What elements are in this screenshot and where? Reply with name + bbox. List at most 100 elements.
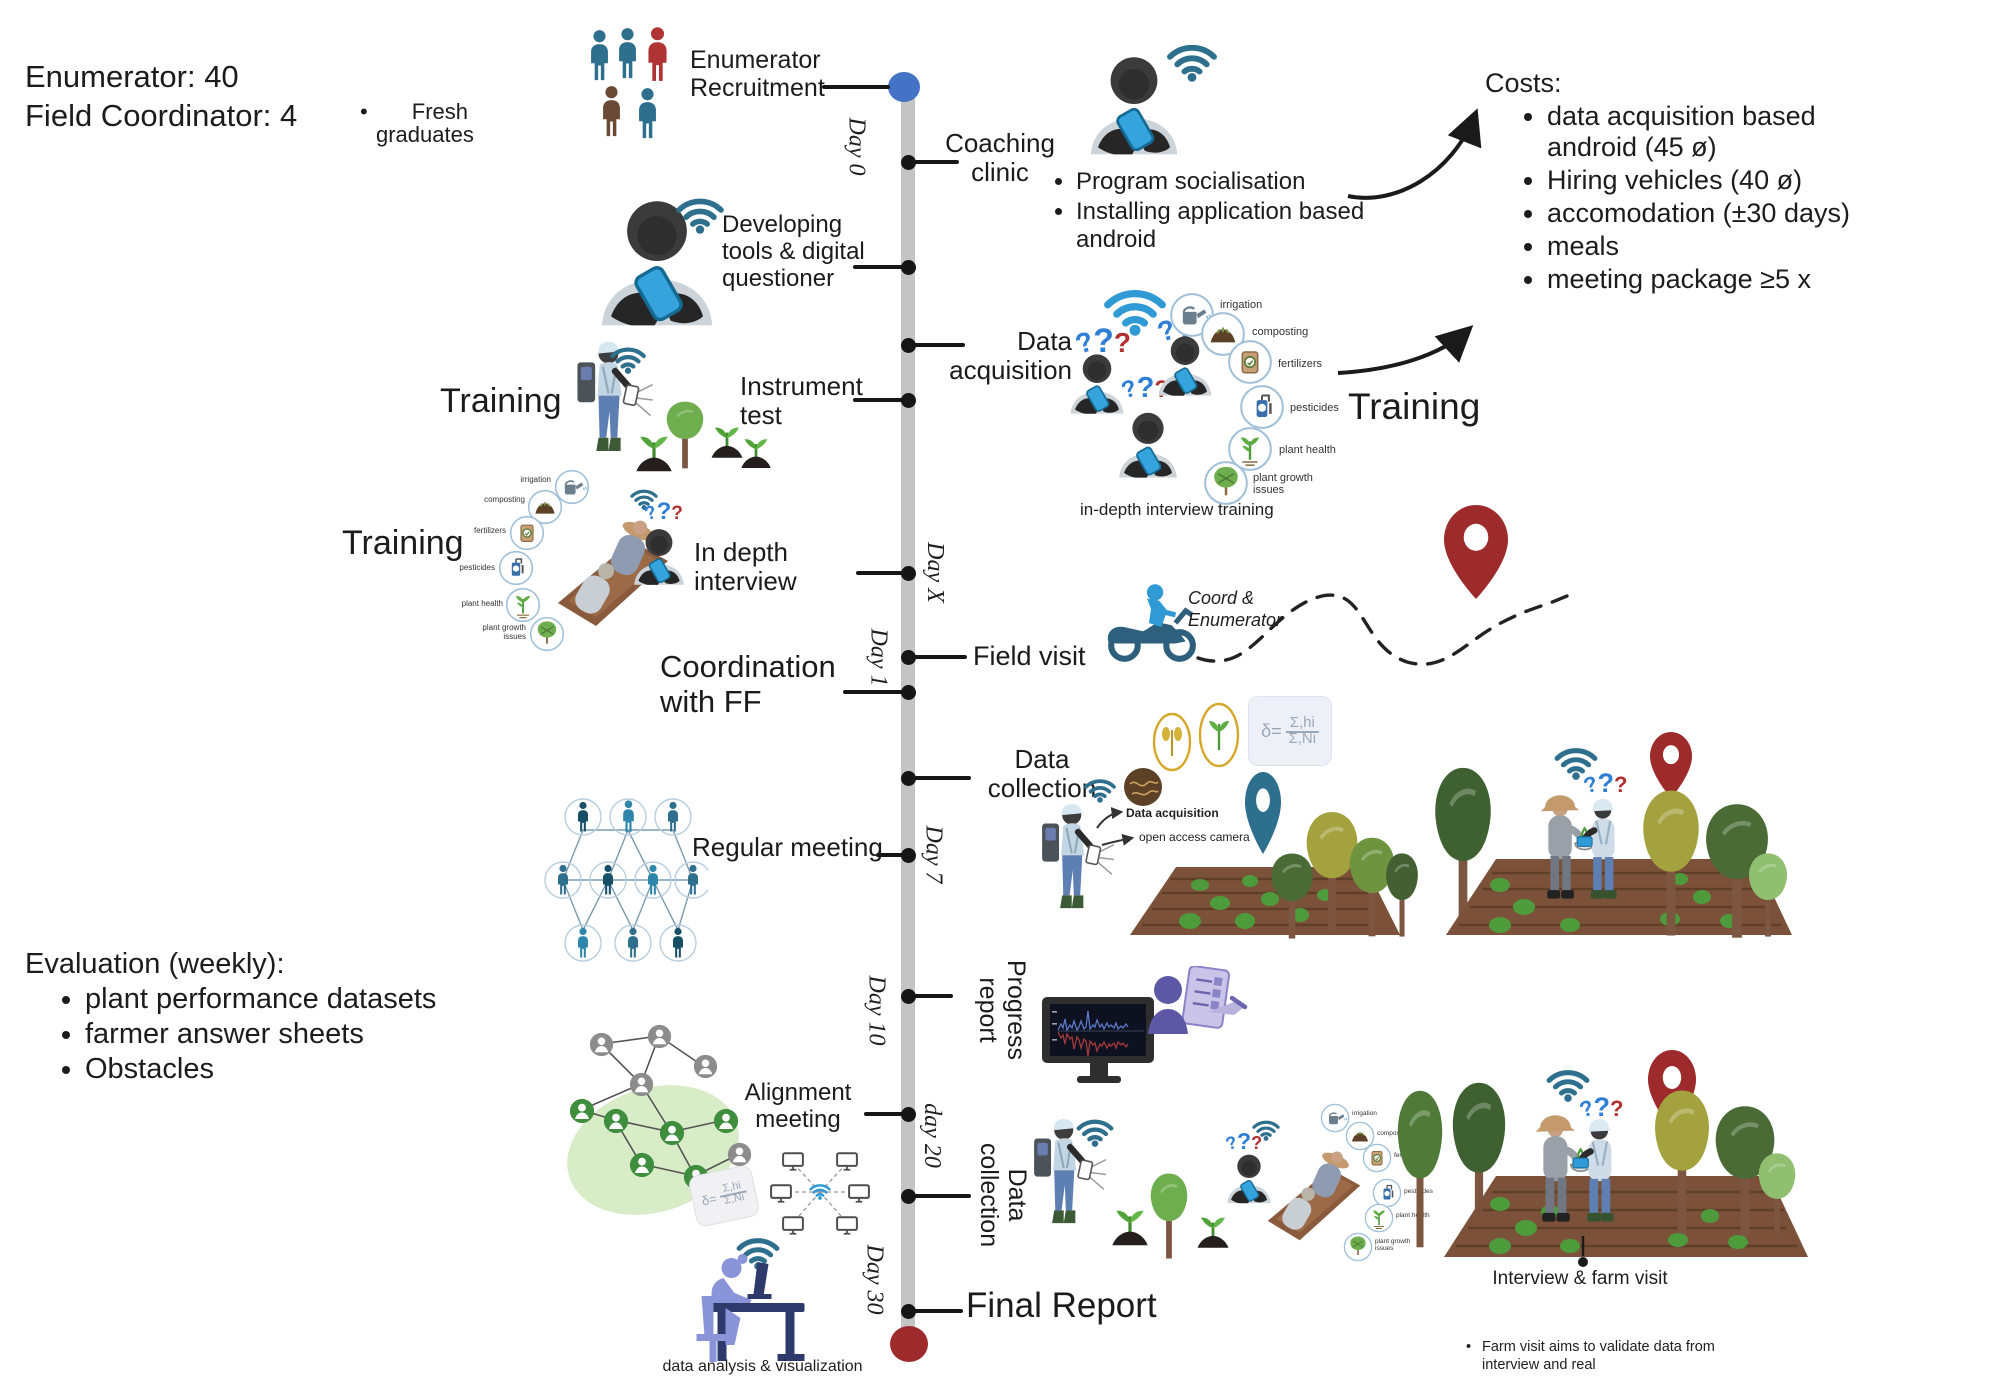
bush-plant-icon — [1146, 1172, 1192, 1260]
day-label-x: Day X — [921, 542, 948, 603]
question-marks-icon: ??? — [1223, 1128, 1263, 1155]
label-line: interview — [694, 566, 797, 597]
data-analyst-icon — [696, 1254, 805, 1362]
topic-label-pesticides: pesticides — [1290, 402, 1339, 414]
label-line: Coaching — [945, 128, 1055, 158]
topic-label-plant-growth-issues: plant growth issues — [1253, 472, 1313, 497]
wifi-icon — [1076, 1116, 1114, 1147]
label-line: Data — [1014, 744, 1070, 774]
wifi-icon — [1166, 40, 1218, 82]
label-line: Data — [1003, 1168, 1031, 1222]
event-regular-meeting: Regular meeting — [692, 832, 883, 862]
interview-scene-icon — [1267, 1151, 1361, 1241]
graduate-person-icon — [634, 86, 661, 143]
tree-icon — [1648, 1088, 1716, 1236]
topic-label-plant-health: plant health — [461, 599, 503, 608]
fresh-graduates-label: Fresh graduates — [360, 100, 474, 146]
seedling-icon — [1192, 1210, 1234, 1252]
evaluation-item: farmer answer sheets — [85, 1018, 436, 1051]
socialisation-item: Program socialisation — [1076, 168, 1376, 196]
tick-progress-report — [901, 989, 916, 1004]
costs-block: Costs: data acquisition based android (4… — [1485, 68, 1897, 297]
cost-item: meals — [1547, 231, 1897, 262]
progress-monitor-icon — [1042, 997, 1154, 1083]
connector-enumerator-recruitment — [822, 85, 890, 89]
label-line: Enumerator — [690, 46, 821, 74]
formula-denominator: Σ,Ni — [723, 1190, 746, 1207]
interview-scene-icon — [558, 520, 668, 626]
event-instrument-test: Instrument test — [740, 371, 863, 430]
connector-final-report — [913, 1309, 963, 1313]
open-access-camera-caption: open access camera — [1139, 830, 1250, 844]
surveyor-icon — [1040, 800, 1114, 938]
connector-coaching-clinic — [913, 160, 959, 164]
topic-label-composting: composting — [484, 495, 525, 504]
connector-data-collection-1 — [913, 776, 971, 780]
label-line: questioner — [722, 264, 835, 292]
seedling-icon — [736, 432, 776, 472]
connector-field-visit — [913, 655, 967, 659]
evaluation-item: plant performance datasets — [85, 983, 436, 1016]
topic-label-plant-growth-issues: plant growth issues — [1375, 1238, 1411, 1253]
topic-label-composting: composting — [1252, 326, 1309, 338]
day-label-1: Day 1 — [865, 628, 892, 687]
tree-icon — [1754, 1152, 1800, 1236]
handshake-pair-icon — [1530, 792, 1636, 936]
costs-list: data acquisition based android (45 ø) Hi… — [1485, 101, 1897, 295]
label-line: meeting — [755, 1105, 841, 1133]
event-alignment-meeting: Alignment meeting — [733, 1079, 863, 1134]
timeline-start-node — [888, 72, 920, 102]
data-acquisition-caption: Data acquisition — [1126, 806, 1219, 820]
evaluation-list: plant performance datasets farmer answer… — [25, 983, 436, 1086]
costs-title: Costs: — [1485, 68, 1562, 98]
label-line: Recruitment — [690, 74, 825, 102]
header-counts: Enumerator: 40 Field Coordinator: 4 — [25, 58, 297, 136]
tree-icon — [1382, 852, 1422, 938]
training-label-1: Training — [440, 382, 562, 420]
enumerator-avatar-icon — [1064, 350, 1130, 416]
event-data-collection-1: Data collection — [975, 744, 1109, 803]
topic-label-composting: composting — [1377, 1130, 1411, 1137]
tick-final-report — [901, 1304, 916, 1319]
event-coaching-clinic: Coaching clinic — [933, 128, 1067, 187]
training-label-2: Training — [342, 524, 464, 562]
tick-developing-tools — [901, 260, 916, 275]
label-line: Developing — [722, 211, 843, 238]
question-marks-icon: ??? — [1071, 322, 1131, 360]
socialisation-list: Program socialisation Installing applica… — [1042, 166, 1376, 256]
computer-network-icon — [770, 1152, 870, 1235]
cost-item: data acquisition based android (45 ø) — [1547, 101, 1897, 163]
event-developing-tools: Developing tools & digital questioner — [722, 211, 865, 293]
fertilizers-icon — [1227, 339, 1273, 385]
graduate-person-icon — [614, 26, 641, 83]
label-line: Field visit — [973, 641, 1086, 671]
tick-regular-meeting — [901, 848, 916, 863]
tick-data-collection-1 — [901, 771, 916, 786]
crop-badge-icon — [1198, 702, 1240, 768]
label-line: Progress — [1002, 959, 1030, 1061]
tree-icon — [1744, 852, 1792, 938]
event-in-depth-interview: In depth interview — [694, 537, 797, 597]
tick-coordination-ff — [901, 685, 916, 700]
topic-label-irrigation: irrigation — [520, 475, 551, 484]
plant-growth-issues-icon — [1343, 1232, 1373, 1262]
label-line: tools & digital — [722, 237, 865, 265]
formula-fraction: Σ,hi Σ,Ni — [1285, 714, 1319, 747]
label-line: collection — [975, 1142, 1003, 1248]
cost-item: accomodation (±30 days) — [1547, 198, 1897, 229]
fertilizers-icon — [1362, 1143, 1392, 1173]
label-line: Alignment — [744, 1079, 852, 1106]
label-line: Instrument — [740, 371, 863, 401]
cost-item: Hiring vehicles (40 ø) — [1547, 165, 1897, 196]
topic-label-plant-health: plant health — [1279, 444, 1336, 456]
label-line: Coordination — [660, 649, 836, 684]
training-label-3: Training — [1348, 386, 1481, 427]
tick-data-collection-2 — [901, 1189, 916, 1204]
sampling-formula: δ= Σ,hi Σ,Ni — [1248, 696, 1332, 766]
crop-badge-icon — [1152, 712, 1192, 772]
wifi-icon — [1084, 776, 1116, 803]
formula-fraction: Σ,hi Σ,Ni — [717, 1179, 749, 1208]
socialisation-item: Installing application based android — [1076, 198, 1376, 254]
farm-field-icon — [1446, 859, 1792, 935]
formula-numerator: Σ,hi — [1285, 714, 1319, 734]
